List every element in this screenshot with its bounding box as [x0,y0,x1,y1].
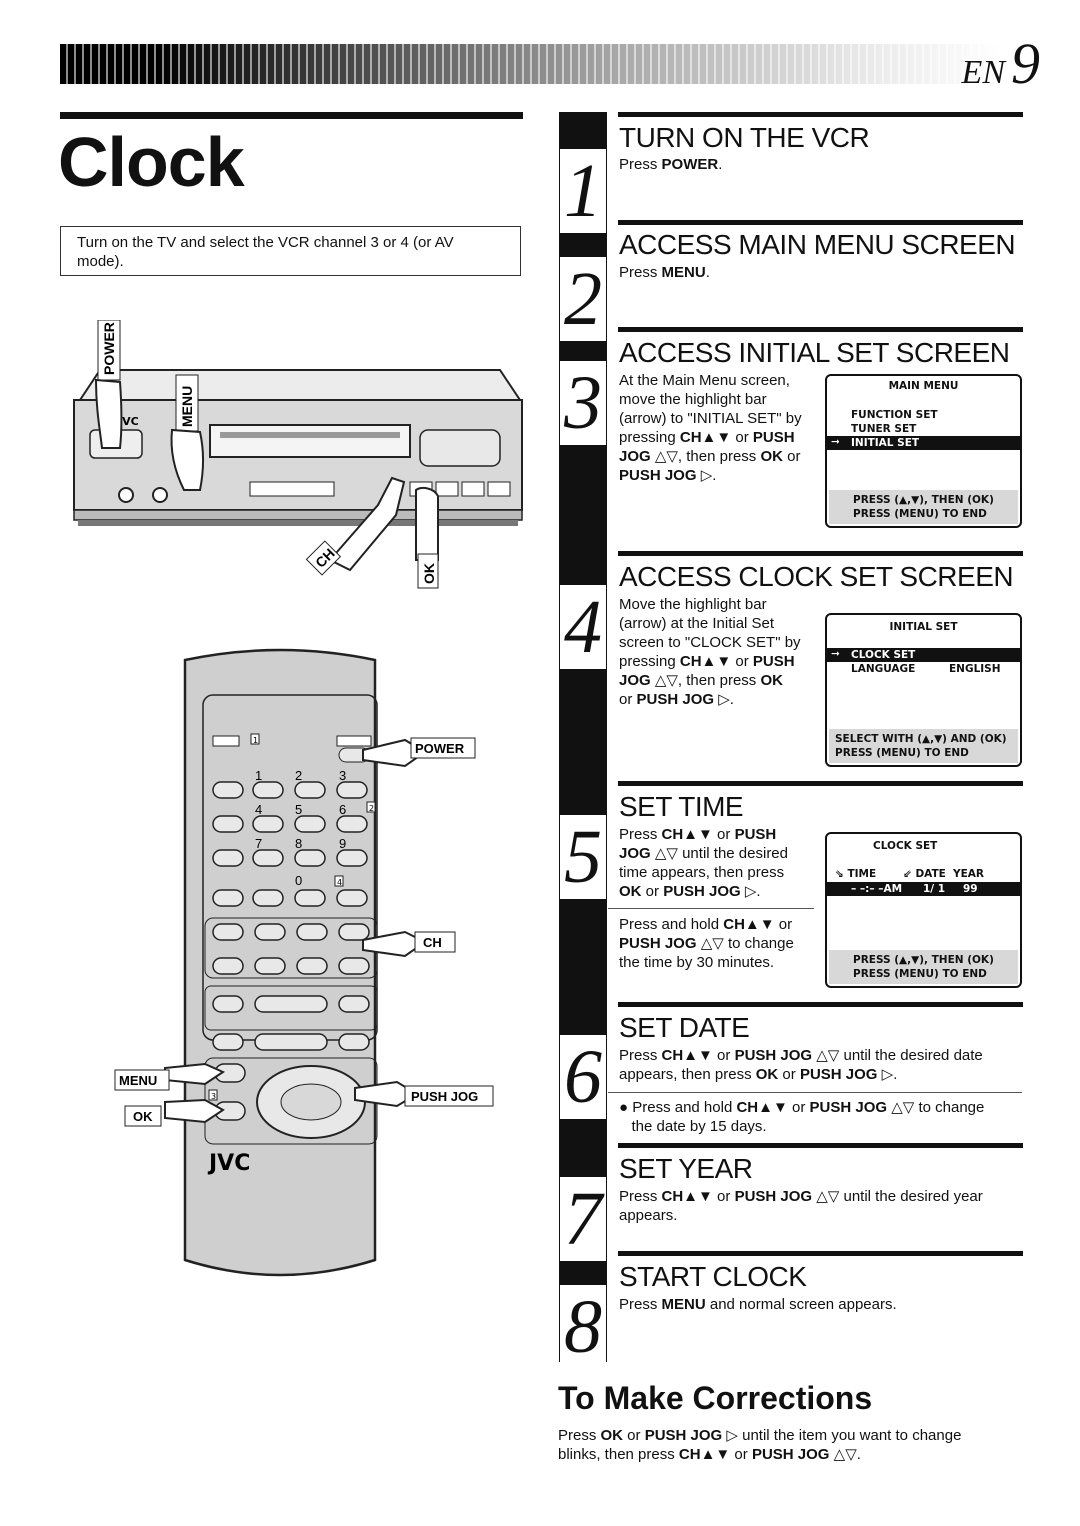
header-bar [60,44,1000,84]
key-2: 2 [295,768,302,783]
osd-initial-set: INITIAL SET ➞CLOCK SET LANGUAGE ENGLISH … [825,613,1022,767]
step-number: 4 [553,584,613,671]
step-heading: SET DATE [619,1012,750,1043]
vcr-menu-label: MENU [179,386,195,427]
step-number: 5 [553,814,613,901]
step-rule [618,551,1023,556]
language-label: EN [961,54,1005,91]
step-divider [608,908,814,909]
vcr-illustration: JVC POWER MENU CH OK [73,320,523,589]
remote-tag-3: 3 [211,1092,216,1101]
osd-footer: SELECT WITH (▲,▼) AND (OK)PRESS (MENU) T… [829,729,1018,763]
key-1: 1 [255,768,262,783]
key-5: 5 [295,802,302,817]
remote-tag-2: 2 [369,804,374,813]
corrections-title: To Make Corrections [558,1380,873,1416]
remote-power-label: POWER [415,741,465,756]
key-7: 7 [255,836,262,851]
step-subtext: ● Press and hold CH▲▼ or PUSH JOG △▽ to … [619,1099,985,1135]
step-number: 7 [553,1176,613,1263]
key-8: 8 [295,836,302,851]
step-text: Press MENU. [619,264,710,281]
step-heading: TURN ON THE VCR [619,122,870,153]
step-heading: SET TIME [619,791,744,822]
remote-tag-1: 1 [253,736,258,745]
osd-title: INITIAL SET [889,621,958,633]
osd-item-selected: INITIAL SET [851,437,920,449]
osd-item-selected: CLOCK SET [851,649,916,661]
step-rule [618,112,1023,117]
remote-menu-label: MENU [119,1073,157,1088]
step-number: 3 [553,360,613,447]
step-number: 2 [553,256,613,343]
remote-tag-4: 4 [337,878,342,887]
remote-ch-label: CH [423,935,442,950]
remote-push-jog-label: PUSH JOG [411,1089,478,1104]
osd-item-value: ENGLISH [949,663,1001,675]
step-text: Press MENU and normal screen appears. [619,1296,897,1313]
step-text: At the Main Menu screen,move the highlig… [619,372,802,484]
osd-title: MAIN MENU [888,380,959,392]
vcr-ok-label: OK [421,563,437,584]
osd-title: CLOCK SET [873,840,938,852]
intro-note: Turn on the TV and select the VCR channe… [60,226,521,276]
key-4: 4 [255,802,262,817]
step-text: Move the highlight bar(arrow) at the Ini… [619,596,801,708]
step-heading: ACCESS INITIAL SET SCREEN [619,337,1010,368]
step-number: 8 [553,1284,613,1371]
page-number: 9 [1011,31,1040,96]
page-title: Clock [58,123,245,201]
key-3: 3 [339,768,346,783]
osd-col: ⇙ DATE [903,868,946,880]
step-rule [618,327,1023,332]
step-rule [618,1143,1023,1148]
step-text: Press CH▲▼ or PUSH JOG △▽ until the desi… [619,1188,983,1224]
osd-col: ⇘ TIME [835,868,877,880]
osd-highlight: ➞INITIAL SET [827,436,1020,450]
step-divider [608,1092,1022,1093]
step-rule [618,1002,1023,1007]
osd-footer: PRESS (▲,▼), THEN (OK)PRESS (MENU) TO EN… [829,950,1018,984]
step-heading: SET YEAR [619,1153,753,1184]
step-text: Press POWER. [619,156,723,173]
step-rule [618,1251,1023,1256]
remote-brand: JVC [207,1151,250,1176]
step-rule [618,781,1023,786]
osd-item: FUNCTION SET [851,409,938,421]
step-rule [618,220,1023,225]
remote-illustration: 1 1 2 3 4 5 6 7 8 9 0 2 4 3 JVC [114,648,494,1277]
osd-item: TUNER SET [851,423,917,435]
key-9: 9 [339,836,346,851]
osd-clock-set: CLOCK SET ⇘ TIME ⇙ DATE YEAR – –:– –AM 1… [825,832,1022,988]
key-6: 6 [339,802,346,817]
remote-ok-label: OK [133,1109,153,1124]
key-0: 0 [295,873,302,888]
step-heading: ACCESS CLOCK SET SCREEN [619,561,1014,592]
osd-highlight: – –:– –AM 1/ 1 99 [827,882,1020,896]
step-heading: ACCESS MAIN MENU SCREEN [619,229,1016,260]
title-rule [60,112,523,119]
step-number: 6 [553,1034,613,1121]
osd-highlight: ➞CLOCK SET [827,648,1020,662]
osd-item: LANGUAGE [851,663,916,675]
osd-col: YEAR [953,868,984,880]
step-heading: START CLOCK [619,1261,807,1292]
corrections-text: Press OK or PUSH JOG ▷ until the item yo… [558,1427,962,1463]
osd-main-menu: MAIN MENU FUNCTION SET TUNER SET ➞INITIA… [825,374,1022,528]
osd-footer: PRESS (▲,▼), THEN (OK)PRESS (MENU) TO EN… [829,490,1018,524]
step-number: 1 [553,148,613,235]
vcr-power-label: POWER [101,322,117,375]
step-text: Press CH▲▼ or PUSH JOG △▽ until the desi… [619,1047,983,1083]
